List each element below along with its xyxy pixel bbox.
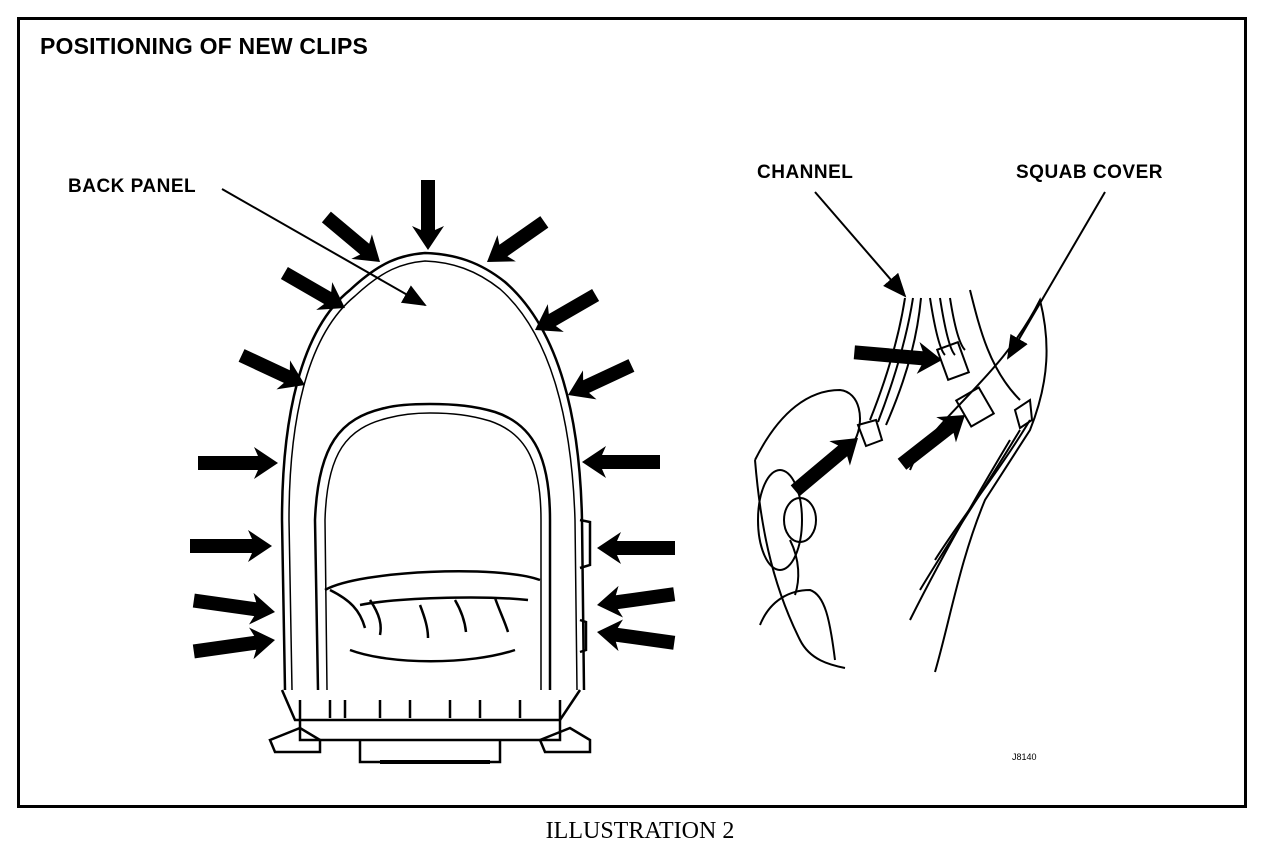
illustration-caption: ILLUSTRATION 2 xyxy=(545,818,735,844)
squab-cover-leader-line xyxy=(1006,191,1106,360)
clip-position-arrows-left xyxy=(190,180,676,660)
clip-position-arrows-right xyxy=(790,341,965,497)
channel-label: CHANNEL xyxy=(757,162,854,183)
squab-cover-label: SQUAB COVER xyxy=(1016,162,1163,183)
clip-detail-drawing xyxy=(754,289,1048,673)
back-panel-leader-line xyxy=(221,188,427,306)
channel-leader-line xyxy=(814,191,907,298)
back-panel-label: BACK PANEL xyxy=(68,176,197,197)
seat-back-drawing xyxy=(268,251,592,764)
figure-frame xyxy=(17,17,1247,808)
drawing-reference-code: J8140 xyxy=(1012,752,1037,762)
figure-title: POSITIONING OF NEW CLIPS xyxy=(40,33,369,59)
